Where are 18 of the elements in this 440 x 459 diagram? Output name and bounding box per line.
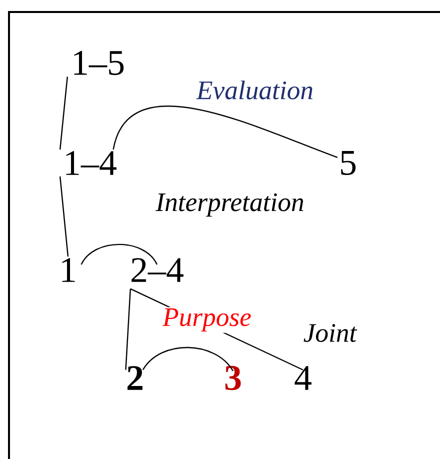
relation-label: Joint bbox=[302, 322, 358, 344]
span-label: 3 bbox=[225, 366, 241, 390]
relation-label: Interpretation bbox=[154, 192, 306, 218]
relation-line bbox=[112, 106, 338, 158]
relation-line bbox=[59, 76, 68, 150]
span-label: 1 bbox=[62, 258, 75, 282]
relation-line bbox=[80, 244, 158, 265]
span-label: 2 bbox=[128, 366, 142, 390]
relation-label: Purpose bbox=[161, 307, 253, 333]
span-label: 1–4 bbox=[66, 151, 116, 175]
relation-line bbox=[142, 346, 234, 372]
span-label: 2–4 bbox=[132, 258, 184, 282]
relation-line bbox=[125, 288, 131, 370]
span-label: 5 bbox=[341, 151, 356, 175]
relation-line bbox=[59, 176, 69, 257]
relation-label: Evaluation bbox=[195, 79, 315, 101]
span-label: 4 bbox=[294, 366, 312, 390]
span-label: 1–5 bbox=[74, 50, 124, 76]
